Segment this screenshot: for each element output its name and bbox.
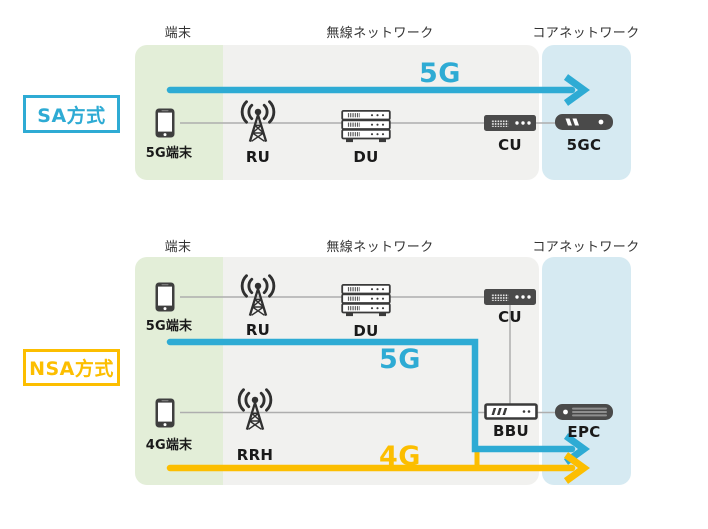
nsa-5g-flow-line bbox=[166, 338, 576, 453]
nsa-4g-flow-label: 4G bbox=[379, 441, 421, 472]
nsa-cu-switch-icon bbox=[484, 289, 536, 305]
sa-terminal-panel bbox=[135, 45, 223, 180]
nsa-ru-antenna-icon bbox=[235, 274, 281, 318]
sa-core-network-panel bbox=[542, 45, 631, 180]
nsa-5g-smartphone-icon bbox=[155, 282, 175, 312]
nsa-du-server-stack-icon bbox=[341, 284, 391, 318]
nsa-rrh-antenna-icon bbox=[232, 388, 278, 432]
nsa-bbu-icon bbox=[484, 403, 538, 420]
nsa-cu-label: CU bbox=[498, 308, 522, 326]
nsa-scheme-label-text: NSA方式 bbox=[29, 358, 114, 380]
nsa-epc-label: EPC bbox=[567, 423, 601, 441]
nsa-4g-arrowhead bbox=[563, 452, 590, 484]
nsa-header-core-network: コアネットワーク bbox=[532, 240, 640, 255]
sa-header-terminal: 端末 bbox=[164, 26, 192, 41]
nsa-header-radio-network: 無線ネットワーク bbox=[326, 240, 434, 255]
nsa-5g-flow-label: 5G bbox=[379, 344, 421, 375]
nsa-rrh-label: RRH bbox=[236, 446, 274, 464]
sa-ru-label: RU bbox=[245, 148, 271, 166]
sa-5g-flow-label: 5G bbox=[419, 58, 461, 89]
nsa-4g-phone-label: 4G端末 bbox=[145, 438, 193, 453]
sa-du-server-stack-icon bbox=[341, 110, 391, 144]
sa-scheme-label-text: SA方式 bbox=[37, 104, 106, 127]
sa-ru-antenna-icon bbox=[235, 100, 281, 144]
nsa-terminal-panel bbox=[135, 257, 223, 485]
sa-du-label: DU bbox=[353, 148, 379, 166]
sa-cu-label: CU bbox=[498, 136, 522, 154]
nsa-epc-core-icon bbox=[555, 404, 613, 420]
nsa-header-terminal: 端末 bbox=[164, 240, 192, 255]
nsa-du-label: DU bbox=[353, 322, 379, 340]
sa-smartphone-icon bbox=[155, 108, 175, 138]
sa-5gc-core-icon bbox=[555, 114, 613, 130]
sa-phone-label: 5G端末 bbox=[145, 146, 193, 161]
sa-header-radio-network: 無線ネットワーク bbox=[326, 26, 434, 41]
sa-5g-arrowhead bbox=[563, 74, 590, 106]
nsa-bbu-label: BBU bbox=[493, 422, 529, 440]
nsa-5g-phone-label: 5G端末 bbox=[145, 319, 193, 334]
sa-cu-switch-icon bbox=[484, 115, 536, 131]
sa-header-core-network: コアネットワーク bbox=[532, 26, 640, 41]
nsa-ru-label: RU bbox=[245, 321, 271, 339]
sa-scheme-label: SA方式 bbox=[23, 95, 120, 133]
nsa-scheme-label: NSA方式 bbox=[23, 349, 120, 386]
sa-5gc-label: 5GC bbox=[566, 136, 602, 154]
nsa-4g-smartphone-icon bbox=[155, 398, 175, 428]
